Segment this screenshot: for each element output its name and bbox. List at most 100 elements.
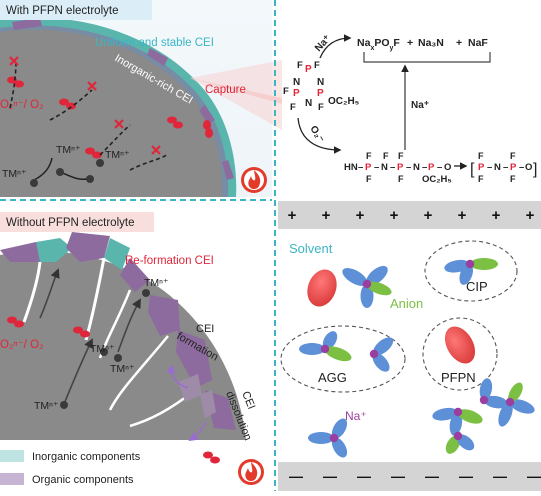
inorganic-patch <box>36 238 72 262</box>
bond: – <box>519 162 524 173</box>
chain-cluster <box>432 378 535 454</box>
minus-sign: — <box>459 468 473 484</box>
tm-label: TMⁿ⁺ <box>110 363 135 375</box>
organic-patch <box>176 330 212 388</box>
na-ion <box>329 433 339 443</box>
atom-p: P <box>397 162 404 173</box>
atom-p: P <box>478 162 485 173</box>
product-bracket <box>363 52 491 63</box>
na-plus-label: Na⁺ <box>345 409 367 423</box>
bond: – <box>422 162 427 173</box>
solvent-molecule <box>299 343 325 355</box>
minus-sign: — <box>323 468 337 484</box>
cei-fragment <box>178 374 202 402</box>
oxygen-particle <box>85 147 102 159</box>
organic-patch <box>0 242 48 262</box>
pfpn-label: PFPN <box>441 370 476 385</box>
block-x-icon <box>151 145 161 155</box>
blocked-path <box>129 153 169 171</box>
bond: – <box>406 162 411 173</box>
plus-sign: + <box>356 207 365 224</box>
oxygen-particle <box>167 116 183 129</box>
oxygen-particle <box>7 316 24 328</box>
legend-swatch-organic <box>0 473 24 485</box>
atom-f: F <box>366 174 372 184</box>
formation-arrow <box>166 364 189 389</box>
tm-ion <box>142 289 150 297</box>
anion-molecule <box>470 258 498 270</box>
organic-patch <box>66 232 110 262</box>
atom-f: F <box>297 60 303 71</box>
oxygen-label-bottom: O₂ⁿ⁻/ O₂ <box>0 339 43 351</box>
banner-with-pfpn <box>0 0 152 20</box>
minus-sign: — <box>357 468 371 484</box>
banner-without-pfpn-text: Without PFPN electrolyte <box>6 217 134 229</box>
solvent-anion-cluster <box>342 265 392 308</box>
oxygen-particle <box>203 120 213 138</box>
capture-beam <box>190 60 282 130</box>
capture-label: Capture <box>205 84 246 96</box>
oxygen-label-top: O₂ⁿ⁻/ O₂ <box>0 99 43 111</box>
solvent-molecule <box>331 437 348 458</box>
tm-ion <box>96 159 104 167</box>
plus-row: ++++++++ <box>288 207 535 224</box>
pfpn-molecule: P N N P P N F F F F F OC₂H₅ <box>283 60 360 113</box>
atom-f: F <box>366 151 372 161</box>
plus-sign: + <box>458 207 467 224</box>
bond: – <box>437 162 442 173</box>
tm-ion <box>56 168 64 176</box>
tm-label: TMⁿ⁺ <box>2 168 27 180</box>
atom-p: P <box>510 162 517 173</box>
bond: – <box>358 162 363 173</box>
solvent-molecule <box>373 337 394 356</box>
na3n: Na₃N <box>418 37 444 49</box>
bond: – <box>503 162 508 173</box>
banner-without-pfpn <box>0 212 154 232</box>
atom-f: F <box>398 151 404 161</box>
atom-n: N <box>413 162 420 173</box>
atom-p: P <box>293 88 300 99</box>
tm-label: TMⁿ⁺ <box>34 400 59 412</box>
oxygen-particle <box>59 98 76 110</box>
cei-fragment <box>200 390 216 418</box>
na-ion <box>505 397 515 407</box>
hn-group: HN <box>344 162 358 173</box>
agg-boundary <box>280 325 406 393</box>
na-ion <box>453 431 463 441</box>
na-ion <box>362 279 372 289</box>
minus-row: ———————— <box>289 468 541 484</box>
tm-label: TMⁿ⁺ <box>144 277 169 289</box>
cip-boundary <box>424 240 518 302</box>
atom-p: P <box>305 64 312 75</box>
atom-p: P <box>365 162 372 173</box>
tm-ion <box>86 175 94 183</box>
solvent-molecule <box>449 411 463 436</box>
cathode-particle <box>0 29 223 198</box>
minus-sign: — <box>391 468 405 484</box>
solvent-molecule <box>432 407 459 421</box>
organic-patch <box>147 48 168 66</box>
tm-ion <box>100 348 108 356</box>
minus-sign: — <box>425 468 439 484</box>
minus-sign: — <box>289 468 303 484</box>
polymer-unit: [ P – N – P – O F F F F ] <box>470 151 537 184</box>
tm-label: TMⁿ⁺ <box>56 144 81 156</box>
organic-patch <box>148 295 180 336</box>
agg-label: AGG <box>318 370 347 385</box>
atom-f: F <box>510 151 516 161</box>
atom-n: N <box>293 77 300 88</box>
atom-o: O <box>525 162 532 173</box>
na-ion <box>465 259 475 269</box>
tm-label: TMⁿ⁺ <box>105 149 130 161</box>
plus-sign: + <box>526 207 535 224</box>
atom-f: F <box>478 151 484 161</box>
anion-molecule <box>508 382 523 403</box>
tm-label: TMⁿ⁺ <box>90 343 115 355</box>
atom-p: P <box>317 88 324 99</box>
cei-formation-label: CEI <box>196 323 214 335</box>
chain-molecule: HN – P – N – P – N – P – O F F F F F OC₂… <box>344 151 452 185</box>
plus-sign: + <box>322 207 331 224</box>
anion-molecule <box>366 281 392 296</box>
